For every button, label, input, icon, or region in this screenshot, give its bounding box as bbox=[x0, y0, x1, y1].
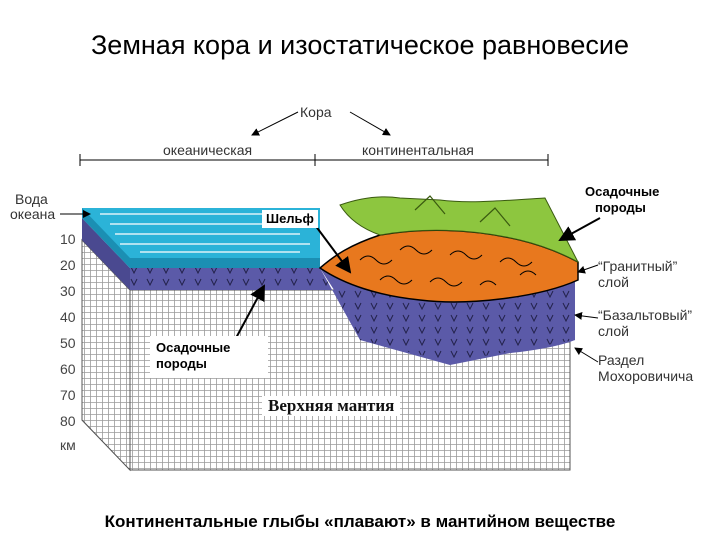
moho-label-2: Мохоровичича bbox=[598, 368, 694, 384]
oceanic-crust-label: океаническая bbox=[163, 142, 253, 158]
depth-tick: 40 bbox=[60, 309, 76, 325]
depth-tick: 60 bbox=[60, 361, 76, 377]
page-title: Земная кора и изостатическое равновесие bbox=[91, 30, 629, 60]
shelf-label: Шельф bbox=[262, 210, 318, 228]
ocean-water-label-1: Вода bbox=[15, 191, 48, 207]
depth-tick: 80 bbox=[60, 413, 76, 429]
depth-tick: 70 bbox=[60, 387, 76, 403]
caption: Континентальные глыбы «плавают» в мантий… bbox=[104, 512, 616, 531]
crust-label: Кора bbox=[300, 104, 332, 120]
depth-unit: км bbox=[60, 437, 76, 453]
depth-tick: 20 bbox=[60, 257, 76, 273]
depth-tick: 50 bbox=[60, 335, 76, 351]
ocean-water bbox=[82, 208, 320, 268]
sediments-top-label-2: породы bbox=[595, 200, 646, 215]
basalt-label-1: “Базальтовый” bbox=[598, 307, 693, 323]
sediments-bottom-label-2: породы bbox=[156, 356, 207, 371]
continental-crust-label: континентальная bbox=[362, 142, 474, 158]
granite-label-1: “Гранитный” bbox=[598, 258, 678, 274]
sediments-top-label-1: Осадочные bbox=[585, 184, 660, 199]
sediments-bottom-box: Осадочные породы bbox=[150, 336, 268, 378]
continental-sediments bbox=[339, 196, 580, 264]
upper-mantle-label: Верхняя мантия bbox=[262, 396, 401, 416]
ocean-water-label-2: океана bbox=[10, 206, 56, 222]
depth-tick: 10 bbox=[60, 231, 76, 247]
depth-tick: 30 bbox=[60, 283, 76, 299]
basalt-label-2: слой bbox=[598, 323, 629, 339]
moho-label-1: Раздел bbox=[598, 352, 645, 368]
granite-label-2: слой bbox=[598, 274, 629, 290]
sediments-bottom-label-1: Осадочные bbox=[156, 340, 231, 355]
